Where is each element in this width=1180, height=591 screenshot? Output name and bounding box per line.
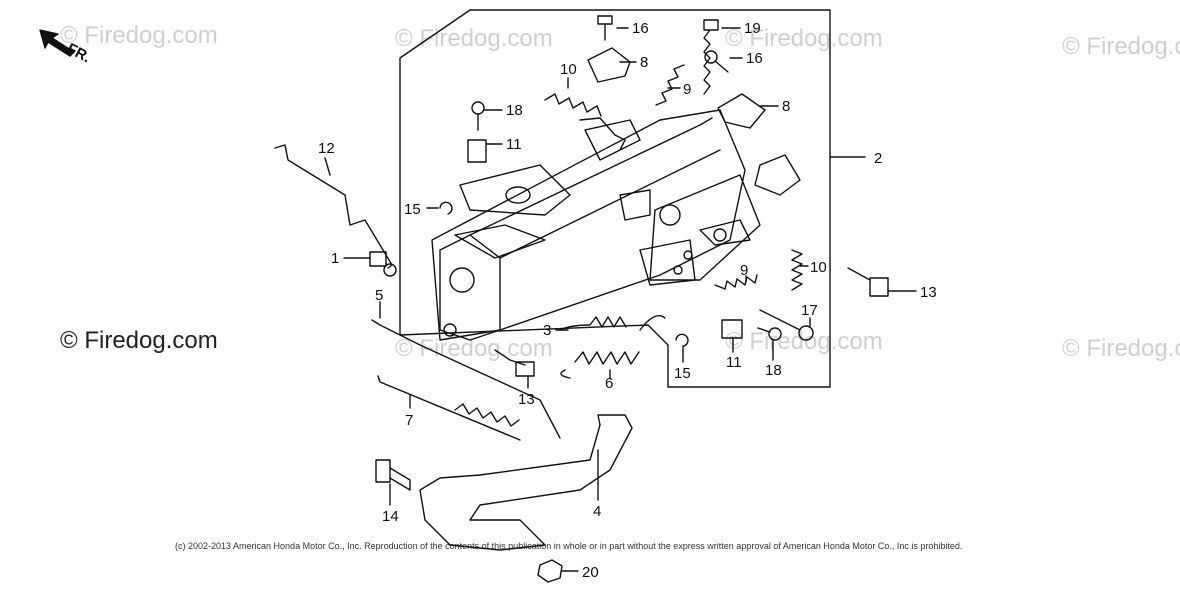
callout-12: 12 — [318, 140, 335, 157]
part-19-bolt — [703, 19, 719, 95]
part-18-screw-right — [757, 327, 782, 341]
callout-9: 9 — [683, 81, 691, 98]
part-9-spring-top — [655, 64, 685, 106]
part-6-spring — [560, 315, 666, 379]
callout-19: 19 — [744, 20, 761, 37]
part-10-spring-right — [791, 249, 803, 291]
watermark-strong: © Firedog.com — [60, 327, 218, 354]
assembly-outline — [399, 9, 831, 388]
part-20-nut — [537, 559, 563, 583]
watermark: © Firedog.com — [395, 335, 553, 362]
part-3-spring — [559, 316, 627, 331]
copyright-notice: (c) 2002-2013 American Honda Motor Co., … — [175, 541, 963, 551]
part-9-spring-right — [714, 274, 758, 290]
part-17-bolt — [759, 309, 814, 341]
callout-8: 8 — [640, 54, 648, 71]
watermark: © Firedog.com — [1062, 33, 1180, 60]
part-13-bolt-left — [494, 349, 535, 377]
watermark: © Firedog.com — [725, 25, 883, 52]
callout-11: 11 — [726, 354, 742, 371]
callout-17: 17 — [801, 302, 818, 319]
callout-14: 14 — [382, 508, 399, 525]
callout-labels: 16 19 8 16 10 9 8 18 11 12 2 15 1 9 10 1… — [318, 20, 937, 581]
callout-8: 8 — [782, 98, 790, 115]
part-15-clip-right — [675, 333, 689, 347]
callout-15: 15 — [404, 201, 421, 218]
part-13-bolt-right — [847, 267, 889, 297]
part-8-clip-right — [717, 93, 766, 129]
callout-13: 13 — [518, 391, 535, 408]
callout-16: 16 — [746, 50, 763, 67]
part-16-screw-top — [597, 15, 613, 41]
part-8-clip-top — [587, 47, 631, 83]
control-base-bracket — [431, 109, 801, 341]
part-18-screw-top — [471, 101, 485, 131]
part-12-rod — [274, 144, 393, 269]
callout-13: 13 — [920, 284, 937, 301]
part-7-spring-rod — [377, 375, 521, 441]
callout-18: 18 — [506, 102, 523, 119]
callout-18: 18 — [765, 362, 782, 379]
part-1-clip — [369, 251, 397, 277]
callout-6: 6 — [605, 375, 613, 392]
callout-20: 20 — [582, 564, 599, 581]
part-10-spring-top — [544, 93, 602, 117]
callout-11: 11 — [506, 136, 522, 153]
callout-10: 10 — [810, 259, 827, 276]
callout-3: 3 — [543, 322, 551, 339]
watermark: © Firedog.com — [395, 25, 553, 52]
callout-16: 16 — [632, 20, 649, 37]
callout-7: 7 — [405, 412, 413, 429]
callout-5: 5 — [375, 287, 383, 304]
front-direction-arrow — [39, 29, 75, 57]
part-11-collar-right — [721, 319, 743, 339]
watermark: © Firedog.com — [725, 328, 883, 355]
callout-1: 1 — [331, 250, 339, 267]
callout-9: 9 — [740, 262, 748, 279]
part-4-lever — [419, 414, 633, 551]
watermark: © Firedog.com — [60, 22, 218, 49]
part-11-collar-top — [467, 139, 487, 163]
callout-4: 4 — [593, 503, 601, 520]
callout-2: 2 — [874, 150, 882, 167]
callout-15: 15 — [674, 365, 691, 382]
part-5-rod — [371, 319, 561, 439]
part-14-bolt — [375, 459, 411, 491]
callout-10: 10 — [560, 61, 577, 78]
watermark: © Firedog.com — [1062, 335, 1180, 362]
part-16-screw-right — [704, 50, 729, 73]
part-15-clip-left — [439, 201, 453, 215]
